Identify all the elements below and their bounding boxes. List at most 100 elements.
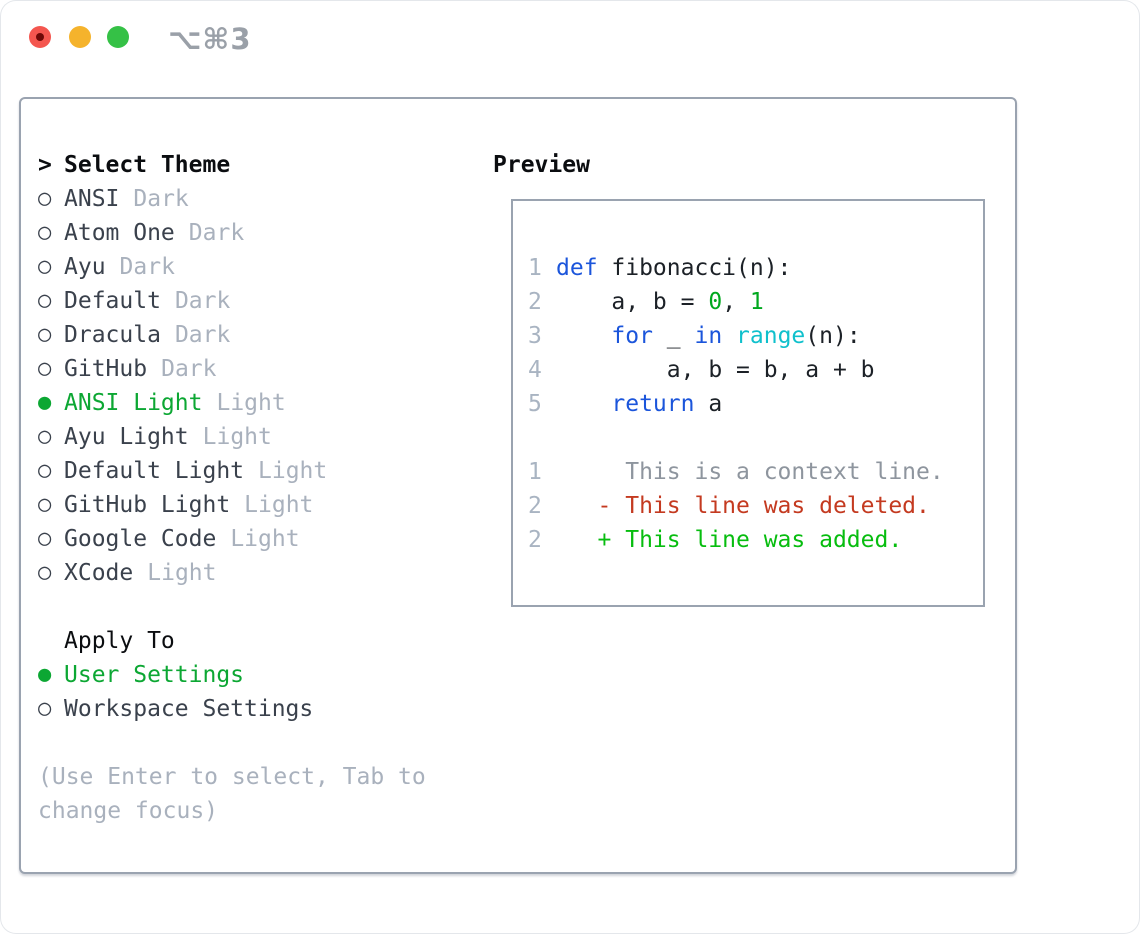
line-number: 2 bbox=[528, 493, 542, 519]
theme-option[interactable]: ○ XCode Light bbox=[38, 556, 488, 590]
code-text: + This line was added. bbox=[556, 527, 903, 553]
code-text: a, b = 0, 1 bbox=[556, 289, 764, 315]
theme-variant-badge: Dark bbox=[174, 288, 231, 314]
window-shortcut-label: ⌥⌘3 bbox=[168, 22, 252, 56]
close-indicator-dot bbox=[36, 33, 44, 41]
theme-variant-badge: Dark bbox=[188, 220, 245, 246]
hint-line-2: change focus) bbox=[38, 798, 219, 824]
theme-name: Dracula bbox=[64, 322, 161, 348]
theme-option[interactable]: ○ Ayu Dark bbox=[38, 250, 488, 284]
radio-unselected-icon: ○ bbox=[38, 356, 52, 381]
minimize-button[interactable] bbox=[69, 26, 91, 48]
radio-unselected-icon: ○ bbox=[38, 492, 52, 517]
apply-to-option-label: User Settings bbox=[64, 662, 245, 688]
radio-unselected-icon: ○ bbox=[38, 322, 52, 347]
theme-name: GitHub Light bbox=[64, 492, 231, 518]
radio-unselected-icon: ○ bbox=[38, 424, 52, 449]
theme-option[interactable]: ○ Atom One Dark bbox=[38, 216, 488, 250]
prompt-caret-icon: > bbox=[38, 152, 52, 178]
code-text: return a bbox=[611, 391, 723, 417]
theme-variant-badge: Dark bbox=[119, 254, 175, 280]
theme-name: Ayu Light bbox=[64, 424, 189, 450]
hint-line-1: (Use Enter to select, Tab to bbox=[38, 764, 426, 790]
radio-unselected-icon: ○ bbox=[38, 254, 52, 279]
code-line: 4 a, b = b, a + b bbox=[528, 353, 983, 387]
line-number: 4 bbox=[528, 357, 542, 383]
theme-option[interactable]: ○ Ayu Light Light bbox=[38, 420, 488, 454]
code-text: def fibonacci(n): bbox=[556, 255, 792, 281]
theme-variant-badge: Light bbox=[202, 424, 272, 450]
hint-text: (Use Enter to select, Tab to change focu… bbox=[38, 760, 488, 828]
theme-name: Default Light bbox=[64, 458, 245, 484]
code-line: 3 for _ in range(n): bbox=[528, 319, 983, 353]
radio-selected-icon: ● bbox=[38, 390, 52, 415]
line-number: 5 bbox=[528, 391, 542, 417]
theme-variant-badge: Light bbox=[147, 560, 217, 586]
close-button[interactable] bbox=[29, 26, 51, 48]
theme-variant-badge: Light bbox=[216, 390, 286, 416]
spacer bbox=[38, 590, 488, 624]
code-line: 2 + This line was added. bbox=[528, 523, 983, 557]
maximize-button[interactable] bbox=[107, 26, 129, 48]
theme-name: ANSI Light bbox=[64, 390, 203, 416]
theme-option[interactable]: ○ ANSI Dark bbox=[38, 182, 488, 216]
theme-variant-badge: Light bbox=[244, 492, 314, 518]
theme-name: XCode bbox=[64, 560, 134, 586]
radio-unselected-icon: ○ bbox=[38, 526, 52, 551]
code-text: - This line was deleted. bbox=[556, 493, 930, 519]
theme-option[interactable]: ○ GitHub Light Light bbox=[38, 488, 488, 522]
radio-unselected-icon: ○ bbox=[38, 458, 52, 483]
apply-to-option[interactable]: ○ Workspace Settings bbox=[38, 692, 488, 726]
theme-option[interactable]: ○ GitHub Dark bbox=[38, 352, 488, 386]
apply-to-option-label: Workspace Settings bbox=[64, 696, 314, 722]
code-text: a, b = b, a + b bbox=[556, 357, 875, 383]
line-number: 1 bbox=[528, 255, 542, 281]
theme-variant-badge: Light bbox=[258, 458, 328, 484]
theme-option[interactable]: ○ Dracula Dark bbox=[38, 318, 488, 352]
theme-name: Google Code bbox=[64, 526, 217, 552]
theme-variant-badge: Dark bbox=[161, 356, 217, 382]
line-number: 2 bbox=[528, 289, 542, 315]
line-number: 2 bbox=[528, 527, 542, 553]
code-line: 2 a, b = 0, 1 bbox=[528, 285, 983, 319]
theme-option[interactable]: ● ANSI Light Light bbox=[38, 386, 488, 420]
radio-selected-icon: ● bbox=[38, 662, 52, 687]
apply-to-title: Apply To bbox=[64, 628, 175, 654]
select-theme-header-row: > Select Theme bbox=[38, 148, 488, 182]
radio-unselected-icon: ○ bbox=[38, 288, 52, 313]
theme-option[interactable]: ○ Google Code Light bbox=[38, 522, 488, 556]
code-line bbox=[528, 421, 983, 455]
apply-to-header-row: Apply To bbox=[38, 624, 488, 658]
window-titlebar: ⌥⌘3 bbox=[0, 0, 1140, 74]
line-number: 1 bbox=[528, 459, 542, 485]
theme-variant-badge: Dark bbox=[133, 186, 189, 212]
radio-unselected-icon: ○ bbox=[38, 186, 52, 211]
spacer bbox=[38, 726, 488, 760]
theme-option[interactable]: ○ Default Light Light bbox=[38, 454, 488, 488]
preview-title: Preview bbox=[493, 152, 590, 178]
theme-variant-badge: Light bbox=[230, 526, 300, 552]
apply-to-option[interactable]: ● User Settings bbox=[38, 658, 488, 692]
theme-name: Atom One bbox=[64, 220, 175, 246]
radio-unselected-icon: ○ bbox=[38, 696, 52, 721]
radio-unselected-icon: ○ bbox=[38, 560, 52, 585]
apply-to-list: ● User Settings ○ Workspace Settings bbox=[38, 658, 488, 726]
radio-unselected-icon: ○ bbox=[38, 220, 52, 245]
code-line: 1 This is a context line. bbox=[528, 455, 983, 489]
theme-name: GitHub bbox=[64, 356, 148, 382]
code-text: This is a context line. bbox=[556, 459, 944, 485]
code-text: for _ in range(n): bbox=[611, 323, 861, 349]
code-line: 2 - This line was deleted. bbox=[528, 489, 983, 523]
theme-name: Ayu bbox=[64, 254, 106, 280]
theme-variant-badge: Dark bbox=[174, 322, 231, 348]
select-theme-title: Select Theme bbox=[64, 152, 231, 178]
code-line: 1 def fibonacci(n): bbox=[528, 251, 983, 285]
theme-name: ANSI bbox=[64, 186, 120, 212]
